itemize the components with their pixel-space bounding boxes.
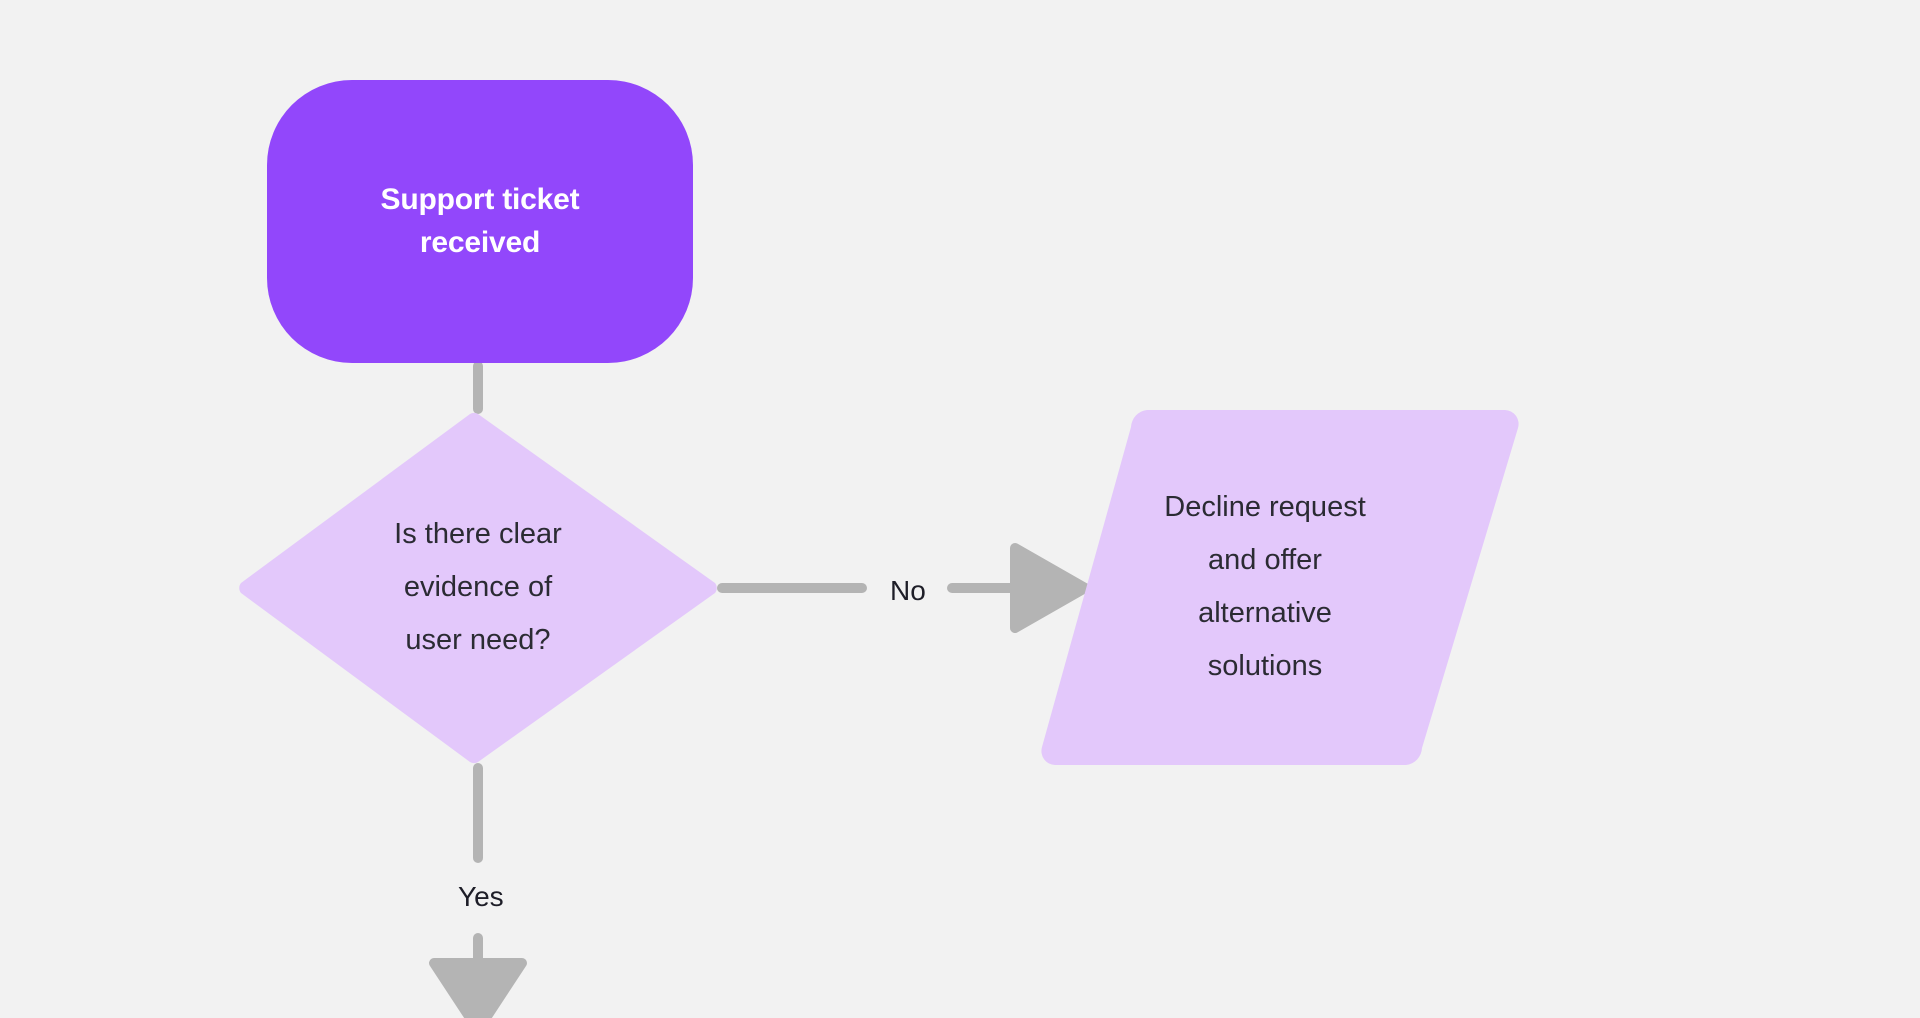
arrowhead-yes-down [429,958,527,1018]
node-decision[interactable] [239,412,717,764]
node-start[interactable] [267,80,693,363]
node-process[interactable] [1041,410,1519,765]
edge-label-yes: Yes [448,878,514,916]
edge-label-no: No [880,572,936,610]
arrowhead-to-process [1010,543,1090,633]
